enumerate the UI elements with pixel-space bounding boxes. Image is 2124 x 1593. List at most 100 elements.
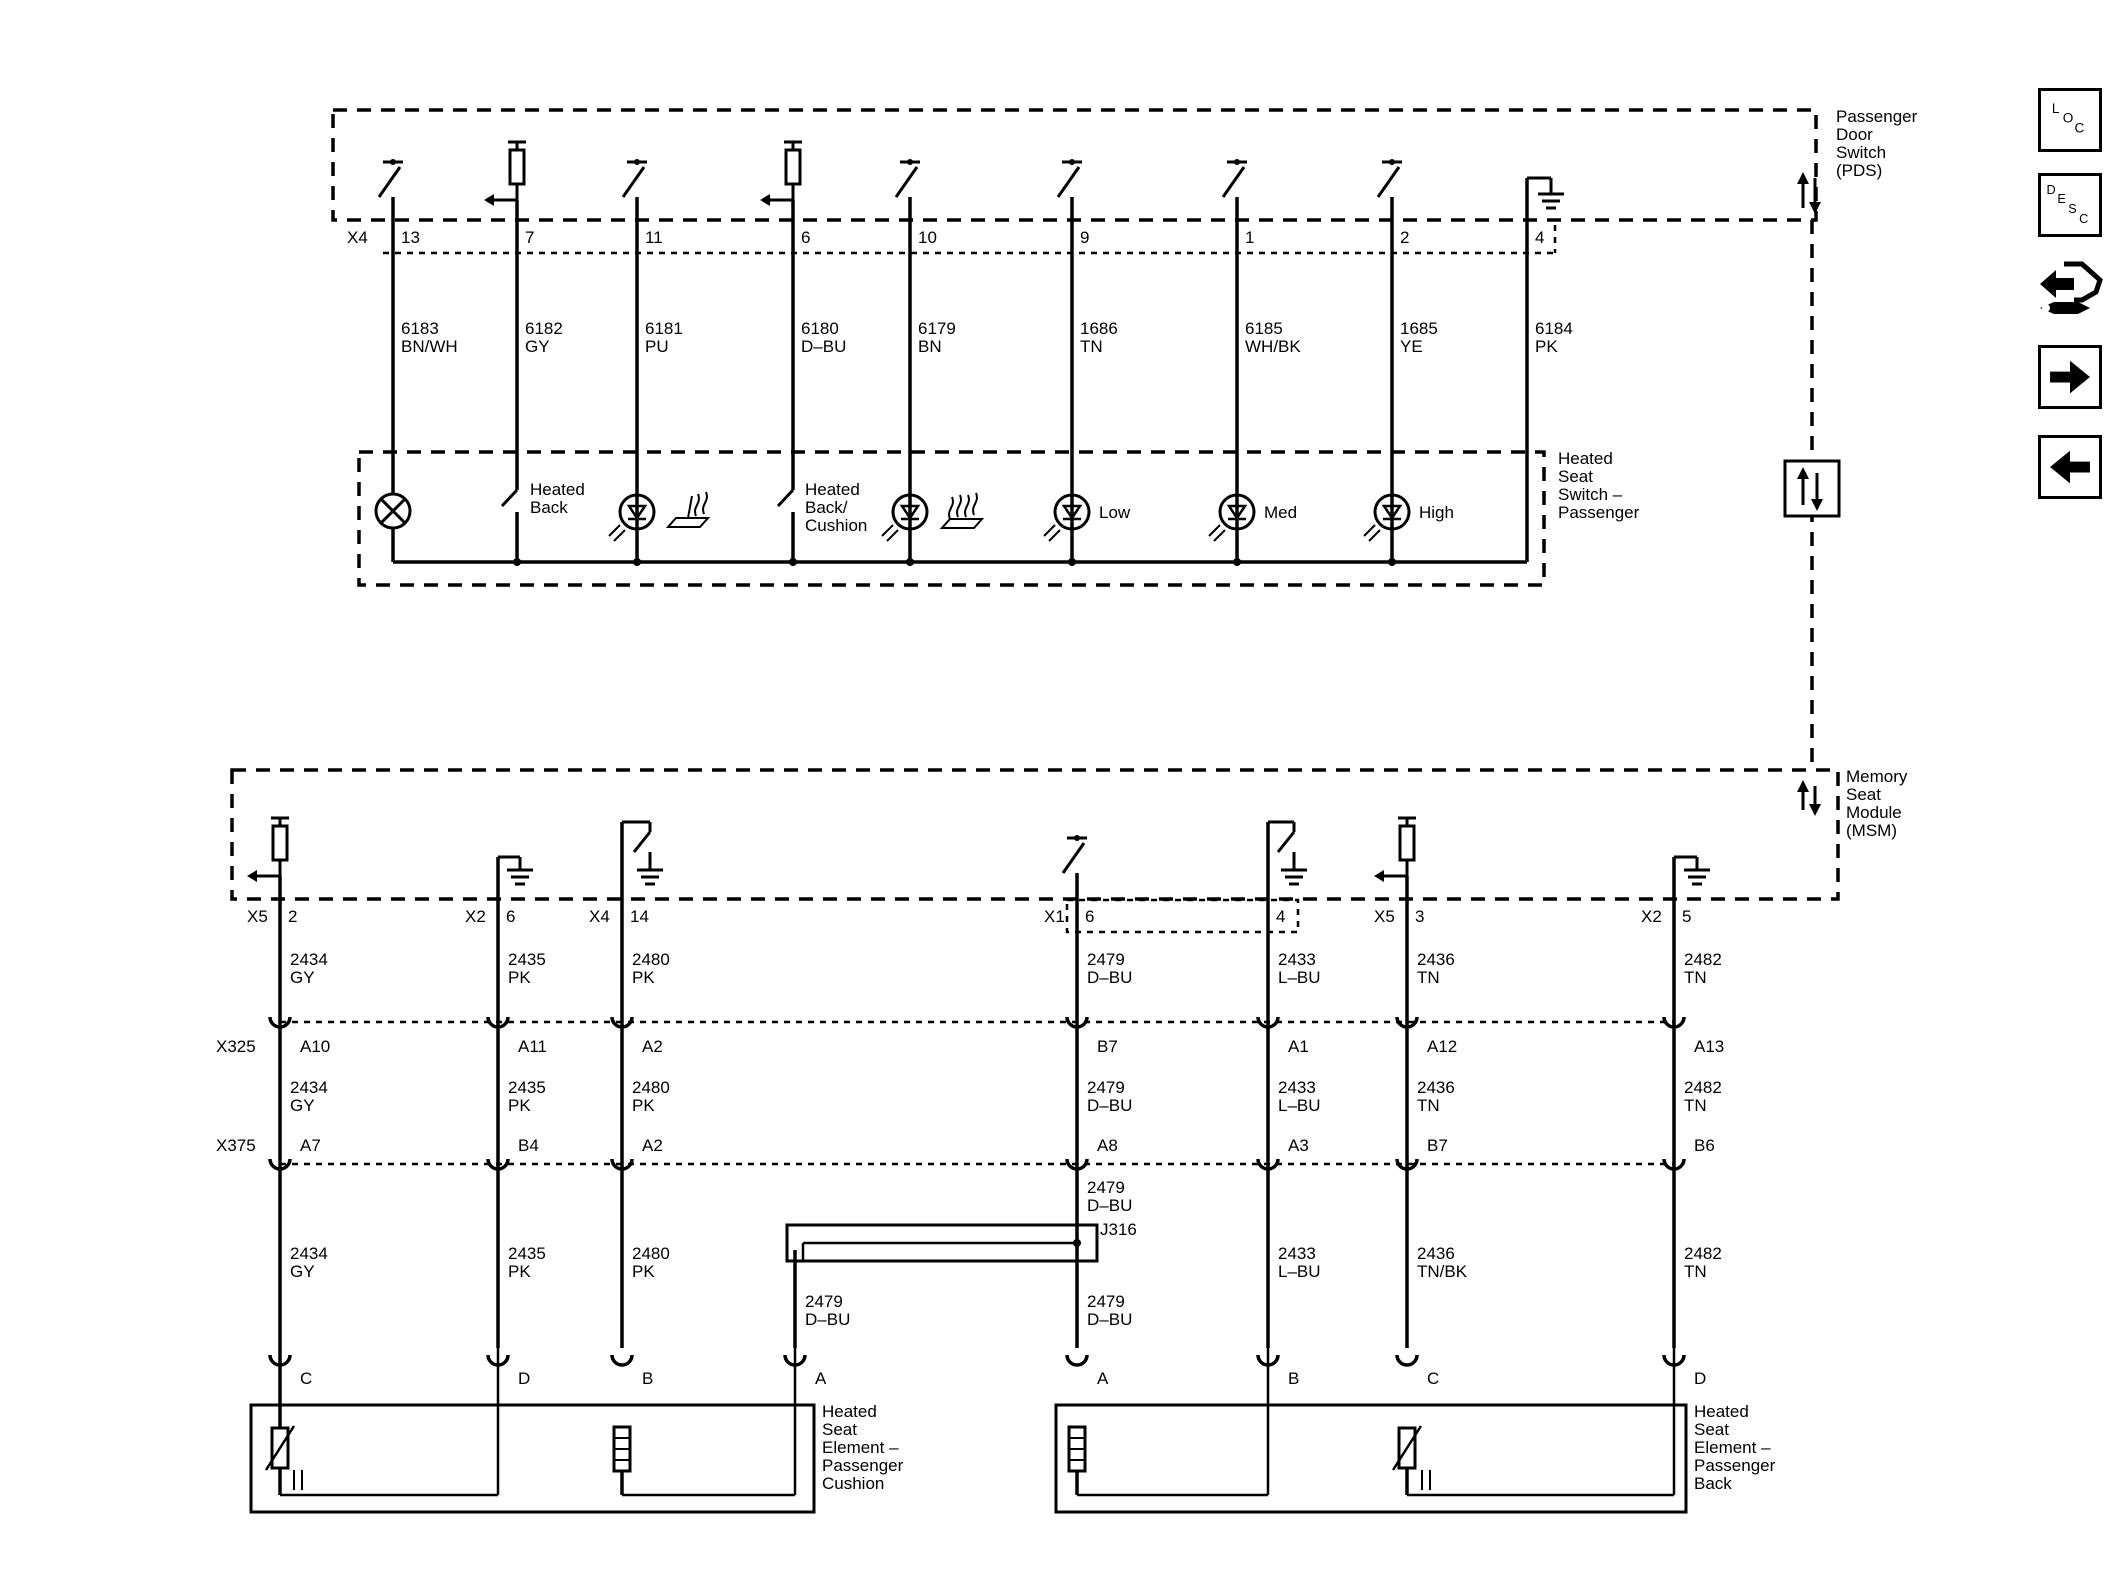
element-pin-letter: C [1427, 1369, 1439, 1388]
msm-ground-2482 [1674, 855, 1712, 886]
svg-text:L: L [2052, 101, 2060, 116]
back-element-box [1054, 1403, 1688, 1514]
msm-circuit-color: TN [1684, 968, 1707, 987]
pds-pin-number: 4 [1535, 228, 1544, 247]
low-circuit-number: 2434 [290, 1244, 328, 1263]
msm-switch-2480 [622, 820, 665, 886]
msm-switch-2433 [1268, 820, 1309, 886]
mid-circuit-color: PK [632, 1096, 655, 1115]
led-low [1042, 490, 1091, 566]
low-circuit-color: PK [632, 1262, 655, 1281]
pds-circuit-color: TN [1080, 337, 1103, 356]
mid-circuit-color: TN [1684, 1096, 1707, 1115]
low-circuit-color: TN/BK [1417, 1262, 1468, 1281]
pds-switch-13 [377, 157, 405, 199]
led-heated-back [607, 490, 656, 566]
pds-pullup-7 [484, 140, 528, 206]
msm-connector-name: X4 [589, 907, 610, 926]
msm-pullup-2436 [1374, 816, 1418, 882]
msm-pullup-2434 [247, 816, 291, 882]
pds-circuit-color: PK [1535, 337, 1558, 356]
pds-circuit-number: 6180 [801, 319, 839, 338]
msm-connector-name: X5 [247, 907, 268, 926]
msm-circuit-number: 2480 [632, 950, 670, 969]
msm-connector-name: X2 [1641, 907, 1662, 926]
msm-circuit-number: 2433 [1278, 950, 1316, 969]
pds-circuit-number: 1685 [1400, 319, 1438, 338]
mid-circuit-number: 2479 [1087, 1078, 1125, 1097]
msm-wires [278, 822, 1676, 1348]
msm-circuit-color: PK [632, 968, 655, 987]
pds-switch-2 [1376, 157, 1404, 199]
svg-text:D: D [2046, 183, 2055, 197]
low-circuit-color: PK [508, 1262, 531, 1281]
led-high [1362, 490, 1411, 566]
msm-pin-number: 3 [1415, 907, 1424, 926]
pds-circuit-number: 6183 [401, 319, 439, 338]
next-page-button[interactable] [2038, 345, 2102, 409]
back-thermistor-icon [1391, 1425, 1431, 1495]
pds-circuit-color: BN/WH [401, 337, 458, 356]
x325-pin-number: A11 [518, 1037, 547, 1056]
previous-page-button[interactable] [2038, 435, 2102, 499]
low-circuit-number: 2480 [632, 1244, 670, 1263]
x375-pin-number: B6 [1694, 1136, 1715, 1155]
pds-pin-number: 11 [645, 228, 663, 247]
msm-connector-name: X5 [1374, 907, 1395, 926]
splice-upper-circuit: 2479 [1087, 1178, 1125, 1197]
loc-button[interactable]: L O C [2038, 88, 2102, 152]
element-pin-letter: D [518, 1369, 530, 1388]
msm-circuit-color: GY [290, 968, 315, 987]
element-pin-letter: B [1288, 1369, 1299, 1388]
pds-circuit-color: D–BU [801, 337, 846, 356]
x375-name: X375 [216, 1136, 256, 1155]
element-pin-letter: B [642, 1369, 653, 1388]
x375-pin-number: B7 [1427, 1136, 1448, 1155]
x375-pin-number: A7 [300, 1136, 321, 1155]
svg-text:C: C [2075, 121, 2085, 136]
element-pin-letter: C [300, 1369, 312, 1388]
med-label: Med [1264, 503, 1297, 522]
splice-upper-color: D–BU [1087, 1196, 1132, 1215]
msm-pin-number: 2 [288, 907, 297, 926]
pds-circuit-color: GY [525, 337, 550, 356]
mid-circuit-number: 2433 [1278, 1078, 1316, 1097]
pds-pin-number: 10 [918, 228, 937, 247]
low-circuit-color: D–BU [1087, 1310, 1132, 1329]
mid-circuit-color: L–BU [1278, 1096, 1321, 1115]
led-heated-back-cushion [880, 490, 929, 566]
cushion-thermistor-icon [264, 1348, 303, 1495]
pds-pin-number: 6 [801, 228, 810, 247]
x325-pin-number: A12 [1427, 1037, 1457, 1056]
low-circuits: 2434GY2435PK2480PK2479D–BU2479D–BU2433L–… [290, 1244, 1722, 1329]
msm-ground-2435 [498, 855, 535, 886]
msm-circuit-color: L–BU [1278, 968, 1321, 987]
msm-pin-number: 5 [1682, 907, 1691, 926]
pds-pin-number: 2 [1400, 228, 1409, 247]
pds-circuit-number: 6182 [525, 319, 563, 338]
svg-text:E: E [2057, 192, 2065, 206]
pds-pullup-6 [760, 140, 804, 206]
pds-pin-number: 7 [525, 228, 534, 247]
pds-circuit-number: 1686 [1080, 319, 1118, 338]
element-pin-letter: A [1097, 1369, 1109, 1388]
pds-ground-4 [1527, 176, 1566, 210]
msm-circuit-color: TN [1417, 968, 1440, 987]
back-heater-icon [1067, 1425, 1087, 1495]
x325-pin-number: A2 [642, 1037, 663, 1056]
low-circuit-color: GY [290, 1262, 315, 1281]
low-circuit-color: TN [1684, 1262, 1707, 1281]
desc-button[interactable]: D E S C [2038, 173, 2102, 237]
x325-pin-number: A10 [300, 1037, 330, 1056]
seat-back-cushion-heat-icon [939, 492, 985, 529]
pds-switch-10 [894, 157, 922, 199]
pds-box [331, 108, 1818, 222]
pds-wires [391, 178, 1529, 562]
pds-circuit-color: PU [645, 337, 669, 356]
element-connector-icon [1065, 1353, 1089, 1367]
connector-views-button[interactable] [2034, 258, 2106, 328]
